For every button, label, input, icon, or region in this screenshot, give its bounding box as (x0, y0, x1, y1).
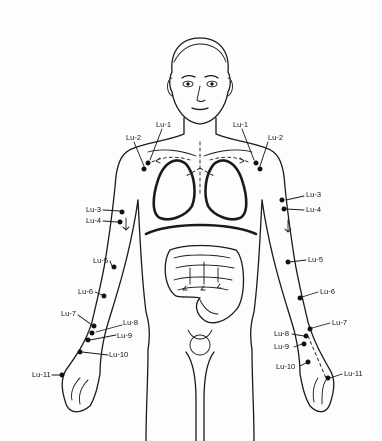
left-lu10-label: Lu-10 (109, 350, 128, 359)
left-lu8-point (90, 331, 95, 336)
intestines (165, 246, 243, 323)
left-lu2-point (142, 167, 147, 172)
diaphragm (146, 225, 256, 234)
left-lu7-label: Lu-7 (61, 309, 76, 318)
left-lu4-label: Lu-4 (86, 216, 101, 225)
right-lu6-label: Lu-6 (320, 287, 335, 296)
right-lu1-point (254, 161, 259, 166)
left-lu2-label: Lu-2 (126, 133, 141, 142)
right-lu3-label: Lu-3 (306, 190, 321, 199)
right-lu6-point (298, 296, 303, 301)
right-lu11-label: Lu-11 (344, 369, 363, 378)
left-lu11-label: Lu-11 (32, 370, 51, 379)
left-lu9-label: Lu-9 (117, 331, 132, 340)
head (168, 38, 233, 124)
right-lu3-point (280, 198, 285, 203)
left-lu8-label: Lu-8 (123, 318, 138, 327)
right-lu8-label: Lu-8 (274, 329, 289, 338)
leader-lines (52, 129, 342, 378)
right-lu4-label: Lu-4 (306, 205, 321, 214)
right-lu1-label: Lu-1 (233, 120, 248, 129)
left-lu3-label: Lu-3 (86, 205, 101, 214)
right-lu5-label: Lu-5 (308, 255, 323, 264)
right-lu7-point (308, 327, 313, 332)
right-lu2-label: Lu-2 (268, 133, 283, 142)
left-lu1-point (146, 161, 151, 166)
left-lu3-point (120, 210, 125, 215)
right-labels: Lu-1 Lu-2 Lu-3 Lu-4 Lu-5 Lu-6 Lu-7 Lu-8 … (233, 120, 363, 378)
left-lu6-label: Lu-6 (78, 287, 93, 296)
right-lu10-label: Lu-10 (276, 362, 295, 371)
right-lu7-label: Lu-7 (332, 318, 347, 327)
right-lu10-point (306, 360, 311, 365)
right-lu9-label: Lu-9 (274, 342, 289, 351)
left-lu6-point (102, 294, 107, 299)
left-lu5-label: Lu-5 (93, 256, 108, 265)
right-lu2-point (258, 167, 263, 172)
left-lu5-point (112, 265, 117, 270)
lungs (152, 142, 248, 219)
left-lu7-point (92, 324, 97, 329)
left-lu1-label: Lu-1 (156, 120, 171, 129)
